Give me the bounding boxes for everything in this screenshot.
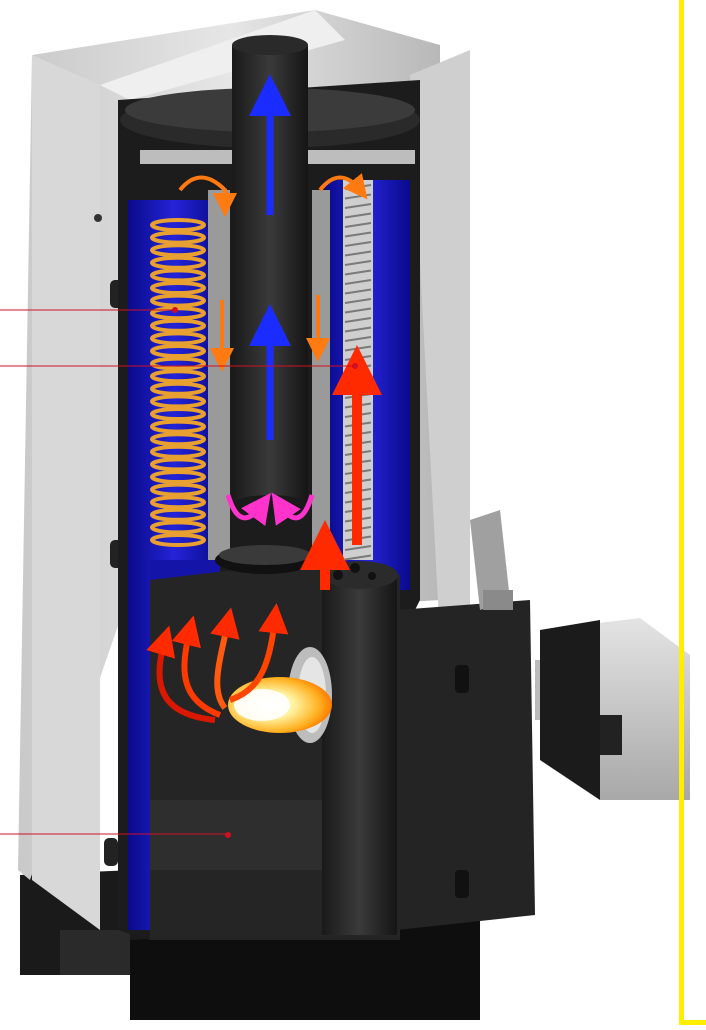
spring-turn bbox=[344, 288, 372, 295]
spring-turn bbox=[344, 279, 372, 285]
coil-turn bbox=[150, 293, 206, 308]
coil-turn bbox=[150, 482, 206, 497]
coil-turn bbox=[150, 407, 206, 421]
coil-turn bbox=[150, 520, 206, 535]
inner-cylinder bbox=[208, 190, 330, 560]
coil-turn bbox=[150, 268, 206, 283]
spring-turn bbox=[344, 241, 372, 247]
spring-turn bbox=[344, 250, 372, 257]
spring-turn bbox=[344, 317, 372, 323]
coil-callout-dot bbox=[172, 307, 178, 313]
coil-turn bbox=[150, 495, 206, 510]
coil-turn bbox=[150, 470, 206, 484]
spring-turn bbox=[344, 326, 372, 333]
coil-turn bbox=[150, 218, 206, 232]
coil-turn bbox=[150, 243, 206, 258]
heat-rise-arrows bbox=[300, 345, 382, 590]
spring-turn bbox=[344, 307, 372, 314]
spring-turn bbox=[344, 298, 372, 304]
spring-turn bbox=[344, 231, 372, 238]
coil-turn bbox=[150, 533, 206, 547]
coil-turn bbox=[150, 394, 206, 409]
coil-turn bbox=[150, 255, 206, 270]
gas-turn-arrows bbox=[225, 492, 315, 526]
coil-turn bbox=[150, 457, 206, 472]
coil-turn bbox=[150, 281, 206, 295]
callout-lines bbox=[0, 307, 358, 835]
coil-turn bbox=[150, 230, 206, 245]
hot-gas-recirculation-arrows bbox=[178, 173, 368, 372]
coil-turn bbox=[150, 419, 206, 434]
spring-turn bbox=[344, 203, 372, 209]
spring-turn bbox=[344, 260, 372, 266]
spring-turn bbox=[344, 336, 372, 342]
coil-turn bbox=[150, 356, 206, 371]
spring-turn bbox=[344, 212, 372, 219]
coil-turn bbox=[150, 331, 206, 346]
coil-turn bbox=[150, 432, 206, 447]
coil-turn bbox=[150, 507, 206, 522]
spring-turn bbox=[344, 222, 372, 228]
coil-turn bbox=[150, 306, 206, 321]
burner bbox=[535, 618, 690, 800]
coil-turn bbox=[150, 444, 206, 459]
flame bbox=[228, 677, 332, 733]
coil-turn bbox=[150, 318, 206, 333]
domestic-hot-water-coil bbox=[150, 218, 206, 547]
coil-turn bbox=[150, 381, 206, 396]
spring-turn bbox=[344, 269, 372, 276]
coil-turn bbox=[150, 369, 206, 384]
tube-callout-dot bbox=[352, 363, 358, 369]
frame-bottom-border bbox=[679, 1020, 706, 1025]
frame-right-border bbox=[679, 0, 684, 1023]
burner-door bbox=[397, 510, 535, 930]
flame-paths-arrows bbox=[146, 603, 289, 723]
coil-turn bbox=[150, 344, 206, 358]
